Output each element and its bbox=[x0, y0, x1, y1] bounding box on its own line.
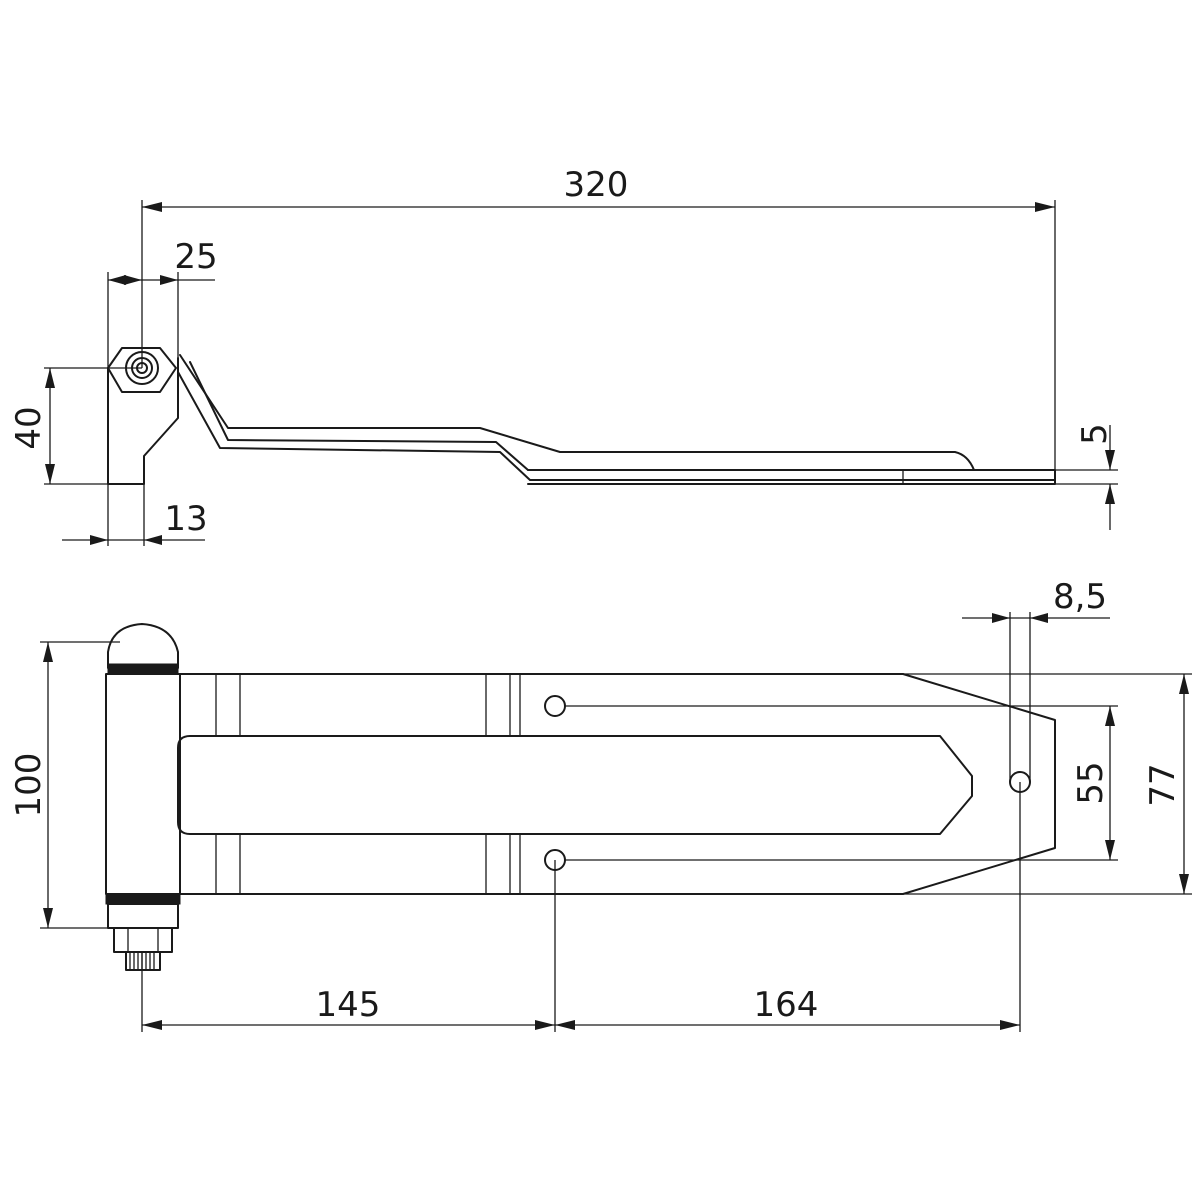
dim-label-13: 13 bbox=[164, 499, 207, 539]
dim-bottom-chain: 145 164 bbox=[141, 782, 1021, 1032]
pin-bottom-band bbox=[105, 893, 181, 905]
thread-stud bbox=[125, 951, 161, 971]
dim-overall-width: 100 bbox=[9, 641, 120, 929]
strap-plate-outline bbox=[179, 673, 1056, 895]
side-view bbox=[107, 347, 1056, 485]
dim-plate-width: 77 bbox=[903, 673, 1192, 895]
strap-upper-edge bbox=[179, 354, 975, 471]
knuckle-block bbox=[107, 357, 179, 485]
dim-label-320: 320 bbox=[564, 165, 629, 205]
strap-bend-detail bbox=[189, 361, 975, 471]
dim-label-77: 77 bbox=[1143, 763, 1183, 806]
strap-lower-edge bbox=[177, 371, 1056, 481]
dim-label-25: 25 bbox=[174, 237, 217, 277]
dim-label-8-5: 8,5 bbox=[1053, 577, 1107, 617]
pin-cap bbox=[107, 623, 179, 669]
dim-label-164: 164 bbox=[754, 985, 819, 1025]
pin-cap-band bbox=[107, 663, 179, 675]
dim-hole-diameter: 8,5 bbox=[962, 577, 1110, 782]
strap-channel bbox=[177, 735, 973, 835]
dim-pivot-offset: 25 bbox=[107, 237, 218, 368]
dim-label-145: 145 bbox=[316, 985, 381, 1025]
dim-label-40: 40 bbox=[9, 406, 49, 449]
pin-bottom-cap bbox=[107, 903, 179, 929]
dim-label-55: 55 bbox=[1071, 761, 1111, 804]
dim-hole-spacing: 55 bbox=[565, 705, 1118, 861]
dim-plate-thickness: 5 bbox=[1055, 423, 1118, 530]
top-view bbox=[105, 623, 1056, 971]
hole-top bbox=[544, 695, 566, 717]
dim-overall-length: 320 bbox=[141, 165, 1056, 478]
pin-nut bbox=[113, 927, 173, 953]
dim-base-width: 13 bbox=[62, 484, 208, 546]
pin-body bbox=[105, 673, 181, 895]
base-plate bbox=[527, 469, 1056, 485]
dim-height-side: 40 bbox=[9, 367, 142, 485]
dim-label-5: 5 bbox=[1075, 423, 1115, 445]
dim-label-100: 100 bbox=[9, 753, 49, 818]
